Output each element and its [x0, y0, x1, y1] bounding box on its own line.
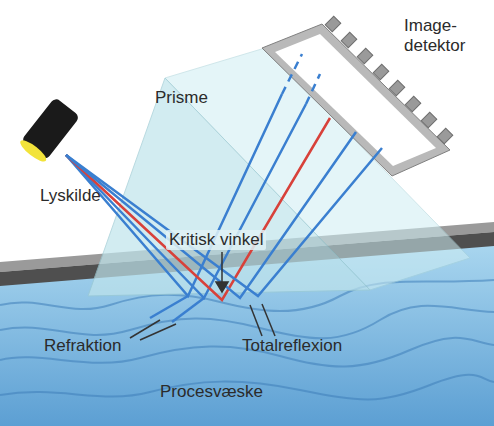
light-source-label: Lyskilde	[40, 186, 101, 206]
prism-label: Prisme	[155, 88, 208, 108]
total-reflection-label: Totalreflexion	[242, 336, 342, 356]
light-rays	[66, 54, 382, 322]
light-source	[18, 97, 81, 165]
waves	[0, 280, 494, 400]
refraction-label: Refraktion	[44, 336, 121, 356]
critical-angle-label: Kritisk vinkel	[166, 230, 266, 250]
leader-lines	[130, 252, 275, 340]
detector-label: Image- detektor	[404, 16, 488, 55]
process-liquid-label: Procesvæske	[160, 382, 263, 402]
